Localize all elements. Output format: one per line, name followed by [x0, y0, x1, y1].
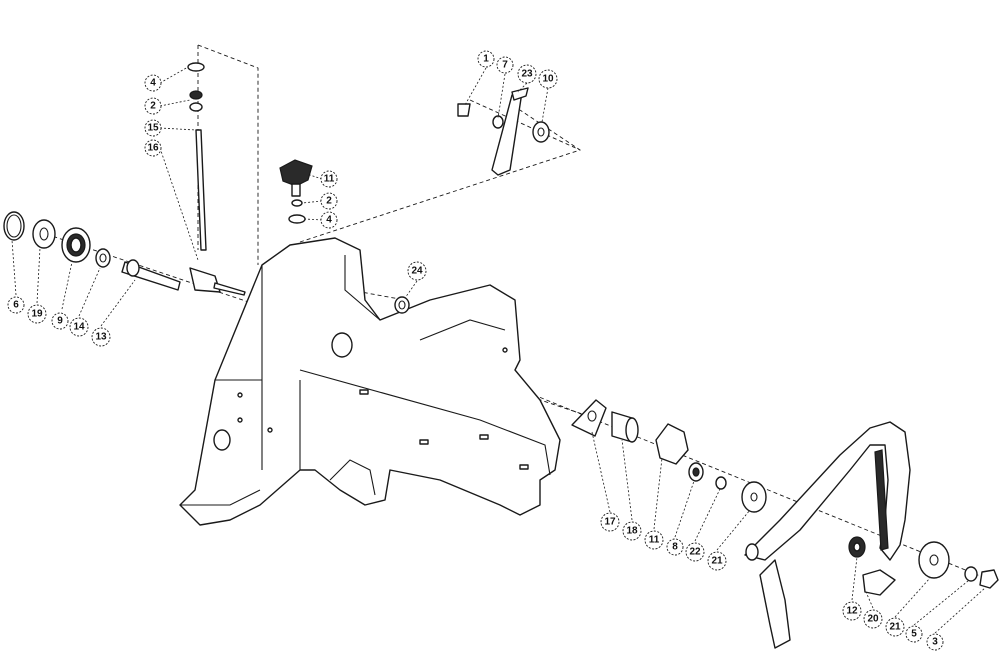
callout-label: 13 [95, 332, 107, 343]
callout-label: 21 [889, 622, 901, 633]
callout-label: 2 [326, 196, 332, 207]
part-nut-stack-top [187, 62, 205, 112]
callout-label: 12 [846, 606, 858, 617]
part-washers-right [688, 462, 767, 513]
part-knob-right [655, 423, 689, 465]
callout-23: 23 [517, 64, 537, 84]
callout-16: 16 [144, 139, 162, 157]
callout-label: 18 [626, 526, 638, 537]
callout-13: 13 [91, 327, 111, 347]
callout-label: 15 [147, 123, 159, 134]
callout-label: 11 [324, 174, 335, 185]
callout-12: 12 [842, 601, 862, 621]
callout-label: 24 [411, 266, 423, 277]
part-spacer-tube [611, 411, 639, 443]
callout-18: 18 [622, 521, 642, 541]
part-knob-top [279, 159, 313, 224]
part-shaft [121, 259, 246, 296]
callout-5: 5 [905, 625, 923, 643]
callout-21-mid: 21 [707, 551, 727, 571]
leader-lines [11, 66, 986, 634]
part-snap-ring [3, 211, 25, 241]
callout-10: 10 [538, 69, 558, 89]
part-bolt-24 [394, 296, 410, 314]
callout-label: 4 [326, 215, 332, 226]
callout-4-top: 4 [144, 74, 162, 92]
callout-label: 14 [73, 322, 85, 333]
callout-label: 9 [57, 316, 63, 327]
part-lever-arm [744, 421, 911, 649]
callout-19: 19 [27, 304, 47, 324]
callout-label: 23 [521, 69, 533, 80]
callout-1: 1 [477, 50, 495, 68]
callout-label: 4 [150, 78, 156, 89]
callout-9: 9 [51, 312, 69, 330]
callout-2-mid: 2 [320, 192, 338, 210]
callout-11-right: 11 [644, 530, 664, 550]
callout-label: 21 [711, 556, 723, 567]
callout-label: 16 [147, 143, 159, 154]
callout-11-top: 11 [320, 170, 338, 188]
callout-label: 7 [502, 60, 508, 71]
callout-label: 17 [604, 517, 616, 528]
callout-3: 3 [926, 633, 944, 651]
part-bearing [61, 227, 91, 263]
callout-6: 6 [7, 296, 25, 314]
callout-22: 22 [685, 542, 705, 562]
part-rod [195, 129, 207, 251]
callout-label: 11 [649, 535, 660, 546]
callout-label: 8 [672, 542, 678, 553]
part-bushing [95, 248, 111, 268]
callout-label: 5 [911, 629, 917, 640]
callout-label: 2 [150, 101, 156, 112]
callout-20: 20 [863, 609, 883, 629]
callout-15: 15 [144, 119, 162, 137]
part-washer [32, 219, 56, 249]
callout-7: 7 [496, 56, 514, 74]
callout-14: 14 [69, 317, 89, 337]
callout-label: 6 [13, 300, 19, 311]
callout-17: 17 [600, 512, 620, 532]
part-washers-far-right [848, 536, 999, 589]
callout-24: 24 [407, 261, 427, 281]
part-triangle-plate [571, 399, 607, 437]
callout-2-top: 2 [144, 97, 162, 115]
callout-label: 1 [483, 54, 489, 65]
part-bracket [457, 87, 550, 176]
main-frame [179, 237, 561, 526]
callout-21-right: 21 [885, 617, 905, 637]
callout-label: 22 [689, 547, 701, 558]
callout-8: 8 [666, 538, 684, 556]
callout-label: 10 [542, 74, 554, 85]
callout-label: 19 [31, 309, 43, 320]
callout-4-mid: 4 [320, 211, 338, 229]
callout-label: 20 [867, 614, 879, 625]
callouts: 4 2 15 16 11 2 4 1 7 23 10 24 6 19 9 14 … [7, 50, 944, 651]
callout-label: 3 [932, 637, 938, 648]
